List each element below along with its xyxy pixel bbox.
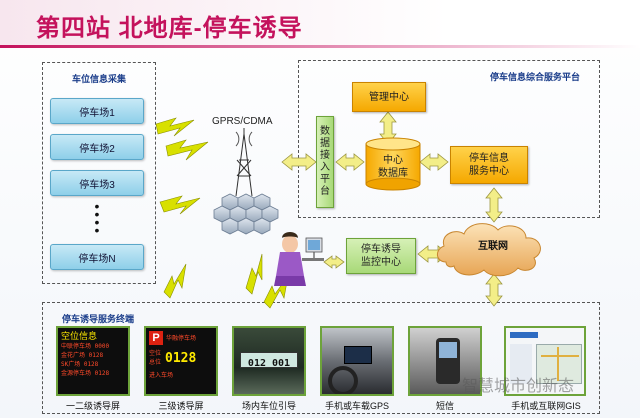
double-arrow-icon bbox=[281, 153, 317, 171]
terminal-gis bbox=[504, 326, 586, 396]
database-label-line1: 中心 bbox=[383, 155, 403, 166]
screen2-label: 总位 bbox=[149, 359, 162, 366]
access-char: 台 bbox=[320, 186, 330, 197]
lightning-icon bbox=[263, 275, 289, 309]
data-access-platform: 数 据 接 入 平 台 bbox=[316, 116, 334, 208]
access-char: 入 bbox=[320, 162, 330, 173]
gis-sidebar bbox=[510, 344, 532, 384]
caption-sms: 短信 bbox=[435, 401, 454, 411]
caption-gis: 手机或互联网GIS bbox=[511, 401, 581, 411]
lightning-icon bbox=[155, 117, 195, 137]
cloud-icon bbox=[437, 223, 541, 277]
monitor-center: 停车诱导 监控中心 bbox=[346, 238, 416, 274]
screen2-count: 0128 bbox=[165, 350, 197, 366]
double-arrow-icon bbox=[335, 153, 365, 171]
caption-screen-2: 三级诱导屏 bbox=[158, 401, 204, 411]
database-icon bbox=[365, 137, 421, 191]
lightning-icon bbox=[245, 253, 263, 295]
gis-logo-bar bbox=[510, 332, 538, 338]
phone-icon bbox=[436, 338, 460, 384]
parking-lot-1: 停车场1 bbox=[50, 98, 144, 124]
terminal-screen-1: 空位信息 中联停车场 0000 金花广场 0128 SK广场 0128 金源停车… bbox=[56, 326, 130, 396]
collection-label: 车位信息采集 bbox=[72, 74, 127, 84]
parking-p-icon: P bbox=[149, 331, 163, 345]
lightning-icon bbox=[165, 139, 209, 161]
screen1-row: 中联停车场 0000 bbox=[61, 343, 110, 350]
terminal-screen-3: 012 001 bbox=[232, 326, 306, 396]
parking-lot-2: 停车场2 bbox=[50, 134, 144, 160]
screen1-header: 空位信息 bbox=[61, 331, 98, 341]
title-band bbox=[0, 0, 640, 46]
service-center-line2: 服务中心 bbox=[469, 166, 509, 177]
screen2-footer: 进入车场 bbox=[149, 372, 174, 379]
double-arrow-icon bbox=[323, 255, 345, 269]
parking-lot-n: 停车场N bbox=[50, 244, 144, 270]
terminals-label: 停车诱导服务终端 bbox=[62, 314, 135, 324]
screen2-label: 空位 bbox=[149, 350, 162, 357]
caption-screen-1: 一二级诱导屏 bbox=[65, 401, 120, 411]
steering-wheel-icon bbox=[328, 366, 358, 394]
caption-screen-3: 场内车位引导 bbox=[241, 401, 296, 411]
screen1-row: 金花广场 0128 bbox=[61, 352, 104, 359]
access-char: 平 bbox=[320, 174, 330, 185]
service-center: 停车信息 服务中心 bbox=[450, 146, 528, 184]
platform-label: 停车信息综合服务平台 bbox=[490, 72, 581, 82]
caption-car-gps: 手机或车载GPS bbox=[324, 401, 389, 411]
platform-group bbox=[298, 60, 600, 218]
screen1-row: SK广场 0128 bbox=[61, 361, 99, 368]
operator-at-computer-icon bbox=[274, 232, 324, 286]
service-center-line1: 停车信息 bbox=[469, 153, 509, 164]
parking-lot-3: 停车场3 bbox=[50, 170, 144, 196]
access-char: 数 bbox=[320, 126, 330, 137]
database-label: 中心 数据库 bbox=[370, 154, 416, 180]
gis-map-icon bbox=[536, 344, 582, 384]
network-cells-icon bbox=[213, 193, 279, 235]
collection-group bbox=[42, 62, 156, 284]
double-arrow-icon bbox=[485, 273, 503, 307]
monitor-center-line2: 监控中心 bbox=[361, 257, 401, 268]
screen3-display: 012 001 bbox=[240, 352, 298, 369]
screen1-row: 金源停车场 0128 bbox=[61, 370, 110, 377]
terminal-screen-2: P 华融停车场 空位 总位 0128 进入车场 bbox=[144, 326, 218, 396]
internet-label: 互联网 bbox=[478, 241, 508, 252]
double-arrow-icon bbox=[419, 153, 449, 171]
gps-screen-icon bbox=[344, 346, 372, 364]
screen3-count: 012 001 bbox=[247, 358, 291, 369]
screen2-header: 华融停车场 bbox=[166, 334, 197, 342]
terminal-sms bbox=[408, 326, 482, 396]
radio-tower-icon bbox=[235, 128, 253, 197]
lightning-icon bbox=[159, 195, 201, 215]
terminal-car-gps bbox=[320, 326, 394, 396]
access-char: 据 bbox=[320, 138, 330, 149]
monitor-center-line1: 停车诱导 bbox=[361, 244, 401, 255]
page-title: 第四站 北地库-停车诱导 bbox=[36, 15, 303, 42]
lightning-icon bbox=[163, 263, 187, 299]
database-label-line2: 数据库 bbox=[378, 168, 408, 179]
access-char: 接 bbox=[320, 150, 330, 161]
more-lots-ellipsis: •••• bbox=[94, 198, 100, 238]
double-arrow-icon bbox=[485, 187, 503, 223]
title-underline bbox=[0, 45, 640, 48]
network-label: GPRS/CDMA bbox=[212, 116, 273, 127]
terminals-group bbox=[42, 302, 600, 414]
watermark-text: 智慧城市创新态 bbox=[462, 378, 575, 395]
management-center: 管理中心 bbox=[352, 82, 426, 112]
